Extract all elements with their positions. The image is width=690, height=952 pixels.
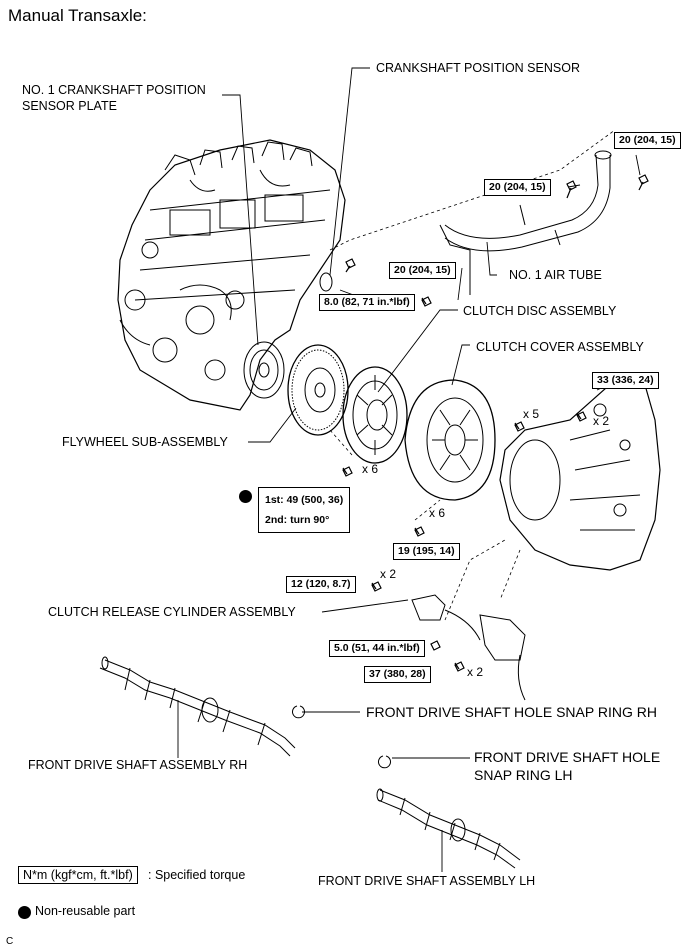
torque-clutch-cover: 19 (195, 14) bbox=[393, 543, 460, 560]
label-crank-plate-line1: NO. 1 CRANKSHAFT POSITION bbox=[22, 83, 206, 97]
multiplier-flywheel: x 6 bbox=[362, 462, 379, 476]
clutch-cover-drawing bbox=[404, 379, 496, 501]
figure-code: C bbox=[6, 936, 14, 947]
legend-nonreusable-text: Non-reusable part bbox=[35, 904, 136, 918]
snap-ring-lh-drawing bbox=[378, 755, 391, 769]
legend-torque-desc: : Specified torque bbox=[148, 868, 246, 882]
label-crank-sensor: CRANKSHAFT POSITION SENSOR bbox=[376, 61, 580, 75]
leader-clutch-cover bbox=[451, 344, 470, 386]
torque-flywheel-second: 2nd: turn 90° bbox=[265, 514, 330, 526]
torque-sensor: 8.0 (82, 71 in.*lbf) bbox=[319, 294, 415, 311]
snap-ring-rh-drawing bbox=[292, 705, 305, 719]
label-snap-ring-lh-line2: SNAP RING LH bbox=[474, 767, 573, 783]
leader-crank-sensor bbox=[329, 67, 370, 276]
multiplier-clutch-cover: x 6 bbox=[429, 506, 446, 520]
torque-bracket: 37 (380, 28) bbox=[364, 666, 431, 683]
torque-fluid-line: 5.0 (51, 44 in.*lbf) bbox=[329, 640, 425, 657]
transaxle-drawing bbox=[499, 379, 661, 571]
leader-air-tube bbox=[486, 241, 497, 276]
flywheel-drawing bbox=[287, 344, 349, 436]
multiplier-transaxle-b: x 2 bbox=[593, 414, 610, 428]
multiplier-release-cylinder: x 2 bbox=[380, 567, 397, 581]
leader-flywheel bbox=[248, 407, 297, 443]
torque-flywheel: 1st: 49 (500, 36) 2nd: turn 90° bbox=[258, 487, 351, 533]
label-crank-plate-line2: SENSOR PLATE bbox=[22, 99, 117, 113]
air-tube-drawing bbox=[439, 150, 612, 295]
torque-release-cylinder: 12 (120, 8.7) bbox=[286, 576, 356, 593]
label-release-cylinder: CLUTCH RELEASE CYLINDER ASSEMBLY bbox=[48, 605, 296, 619]
label-shaft-rh: FRONT DRIVE SHAFT ASSEMBLY RH bbox=[28, 758, 248, 772]
leader-release-cylinder bbox=[321, 599, 409, 613]
label-clutch-disc: CLUTCH DISC ASSEMBLY bbox=[463, 304, 617, 318]
torque-tube-mid: 20 (204, 15) bbox=[484, 179, 551, 196]
torque-flywheel-first: 1st: 49 (500, 36) bbox=[265, 494, 344, 506]
torque-tube-low: 20 (204, 15) bbox=[389, 262, 456, 279]
multiplier-transaxle-a: x 5 bbox=[523, 407, 540, 421]
drive-shaft-lh-drawing bbox=[376, 788, 521, 869]
leader-clutch-disc bbox=[377, 309, 458, 393]
label-clutch-cover: CLUTCH COVER ASSEMBLY bbox=[476, 340, 644, 354]
page-title: Manual Transaxle: bbox=[8, 6, 147, 25]
label-shaft-lh: FRONT DRIVE SHAFT ASSEMBLY LH bbox=[318, 874, 536, 888]
nonreusable-marker-flywheel bbox=[239, 490, 252, 503]
multiplier-bracket: x 2 bbox=[467, 665, 484, 679]
label-snap-ring-lh-line1: FRONT DRIVE SHAFT HOLE bbox=[474, 749, 661, 765]
label-snap-ring-rh: FRONT DRIVE SHAFT HOLE SNAP RING RH bbox=[366, 704, 657, 720]
crankshaft-sensor-plate-drawing bbox=[243, 341, 285, 399]
engine-assembly bbox=[117, 139, 346, 411]
label-flywheel: FLYWHEEL SUB-ASSEMBLY bbox=[62, 435, 228, 449]
torque-tube-top: 20 (204, 15) bbox=[614, 132, 681, 149]
leader-crank-plate bbox=[222, 94, 259, 346]
legend-torque-unit: N*m (kgf*cm, ft.*lbf) bbox=[18, 866, 138, 884]
crankshaft-sensor-drawing bbox=[319, 272, 333, 292]
torque-transaxle: 33 (336, 24) bbox=[592, 372, 659, 389]
label-air-tube: NO. 1 AIR TUBE bbox=[509, 268, 602, 282]
clutch-disc-drawing bbox=[342, 366, 408, 464]
legend-nonreusable-icon bbox=[18, 906, 31, 919]
clutch-release-cylinder-drawing bbox=[411, 594, 526, 701]
drive-shaft-rh-drawing bbox=[99, 656, 296, 757]
